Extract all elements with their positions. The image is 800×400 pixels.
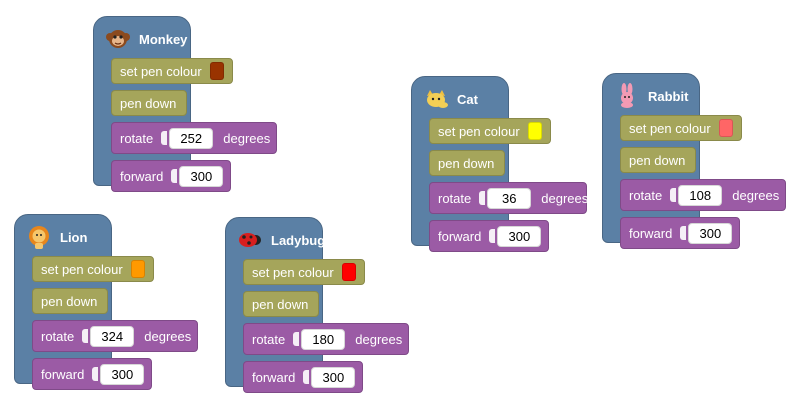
forward-block[interactable]: forward 300 <box>32 358 152 390</box>
input-socket <box>293 332 300 346</box>
pen-colour-swatch[interactable] <box>130 260 145 278</box>
forward-value-input[interactable]: 300 <box>688 222 733 244</box>
forward-value-input[interactable]: 300 <box>179 165 224 187</box>
forward-block[interactable]: forward 300 <box>429 220 549 252</box>
forward-block[interactable]: forward 300 <box>620 217 740 249</box>
input-socket <box>489 229 496 243</box>
rotate-value-input[interactable]: 324 <box>90 325 135 347</box>
cat-icon <box>423 86 449 112</box>
rotate-value-input[interactable]: 108 <box>678 184 723 206</box>
pen-down-block[interactable]: pen down <box>429 150 505 176</box>
sprite-script-cat: Cat set pen colour pen down rotate 36 de… <box>411 76 631 256</box>
forward-block[interactable]: forward 300 <box>111 160 231 192</box>
input-socket <box>171 169 178 183</box>
block-stack: set pen colour pen down rotate 324 degre… <box>32 256 198 396</box>
pen-colour-swatch[interactable] <box>341 263 356 281</box>
block-stack: set pen colour pen down rotate 252 degre… <box>111 58 277 198</box>
sprite-name: Cat <box>457 91 478 107</box>
rotate-block[interactable]: rotate 180 degrees <box>243 323 409 355</box>
lion-icon <box>26 224 52 250</box>
set-pen-colour-block[interactable]: set pen colour <box>243 259 365 285</box>
rotate-block[interactable]: rotate 324 degrees <box>32 320 198 352</box>
pen-colour-swatch[interactable] <box>209 62 224 80</box>
pen-down-block[interactable]: pen down <box>620 147 696 173</box>
rotate-value-input[interactable]: 252 <box>169 127 214 149</box>
rotate-block[interactable]: rotate 36 degrees <box>429 182 588 214</box>
rabbit-icon <box>614 83 640 109</box>
input-socket <box>161 131 168 145</box>
sprite-name: Lion <box>60 229 88 245</box>
forward-block[interactable]: forward 300 <box>243 361 363 393</box>
pen-down-block[interactable]: pen down <box>243 291 319 317</box>
input-socket <box>92 367 99 381</box>
input-socket <box>303 370 310 384</box>
pen-colour-swatch[interactable] <box>527 122 542 140</box>
pen-down-block[interactable]: pen down <box>32 288 108 314</box>
sprite-name: Monkey <box>139 31 188 47</box>
input-socket <box>82 329 89 343</box>
forward-value-input[interactable]: 300 <box>100 363 145 385</box>
forward-value-input[interactable]: 300 <box>497 225 542 247</box>
set-pen-colour-block[interactable]: set pen colour <box>429 118 551 144</box>
rotate-value-input[interactable]: 36 <box>487 187 532 209</box>
sprite-name: Rabbit <box>648 88 689 104</box>
input-socket <box>670 188 677 202</box>
input-socket <box>479 191 486 205</box>
sprite-script-ladybug: Ladybug set pen colour pen down rotate 1… <box>225 217 445 397</box>
ladybug-icon <box>237 227 263 253</box>
sprite-script-lion: Lion set pen colour pen down rotate 324 … <box>14 214 234 394</box>
monkey-icon <box>105 26 131 52</box>
block-stack: set pen colour pen down rotate 36 degree… <box>429 118 588 258</box>
pen-down-block[interactable]: pen down <box>111 90 187 116</box>
block-stack: set pen colour pen down rotate 180 degre… <box>243 259 409 399</box>
set-pen-colour-block[interactable]: set pen colour <box>32 256 154 282</box>
sprite-script-monkey: Monkey set pen colour pen down rotate 25… <box>93 16 313 196</box>
forward-value-input[interactable]: 300 <box>311 366 356 388</box>
input-socket <box>680 226 687 240</box>
set-pen-colour-block[interactable]: set pen colour <box>620 115 742 141</box>
rotate-block[interactable]: rotate 252 degrees <box>111 122 277 154</box>
sprite-script-rabbit: Rabbit set pen colour pen down rotate 10… <box>602 73 800 253</box>
sprite-name: Ladybug <box>271 232 326 248</box>
rotate-block[interactable]: rotate 108 degrees <box>620 179 786 211</box>
set-pen-colour-block[interactable]: set pen colour <box>111 58 233 84</box>
rotate-value-input[interactable]: 180 <box>301 328 346 350</box>
pen-colour-swatch[interactable] <box>718 119 733 137</box>
block-stack: set pen colour pen down rotate 108 degre… <box>620 115 786 255</box>
